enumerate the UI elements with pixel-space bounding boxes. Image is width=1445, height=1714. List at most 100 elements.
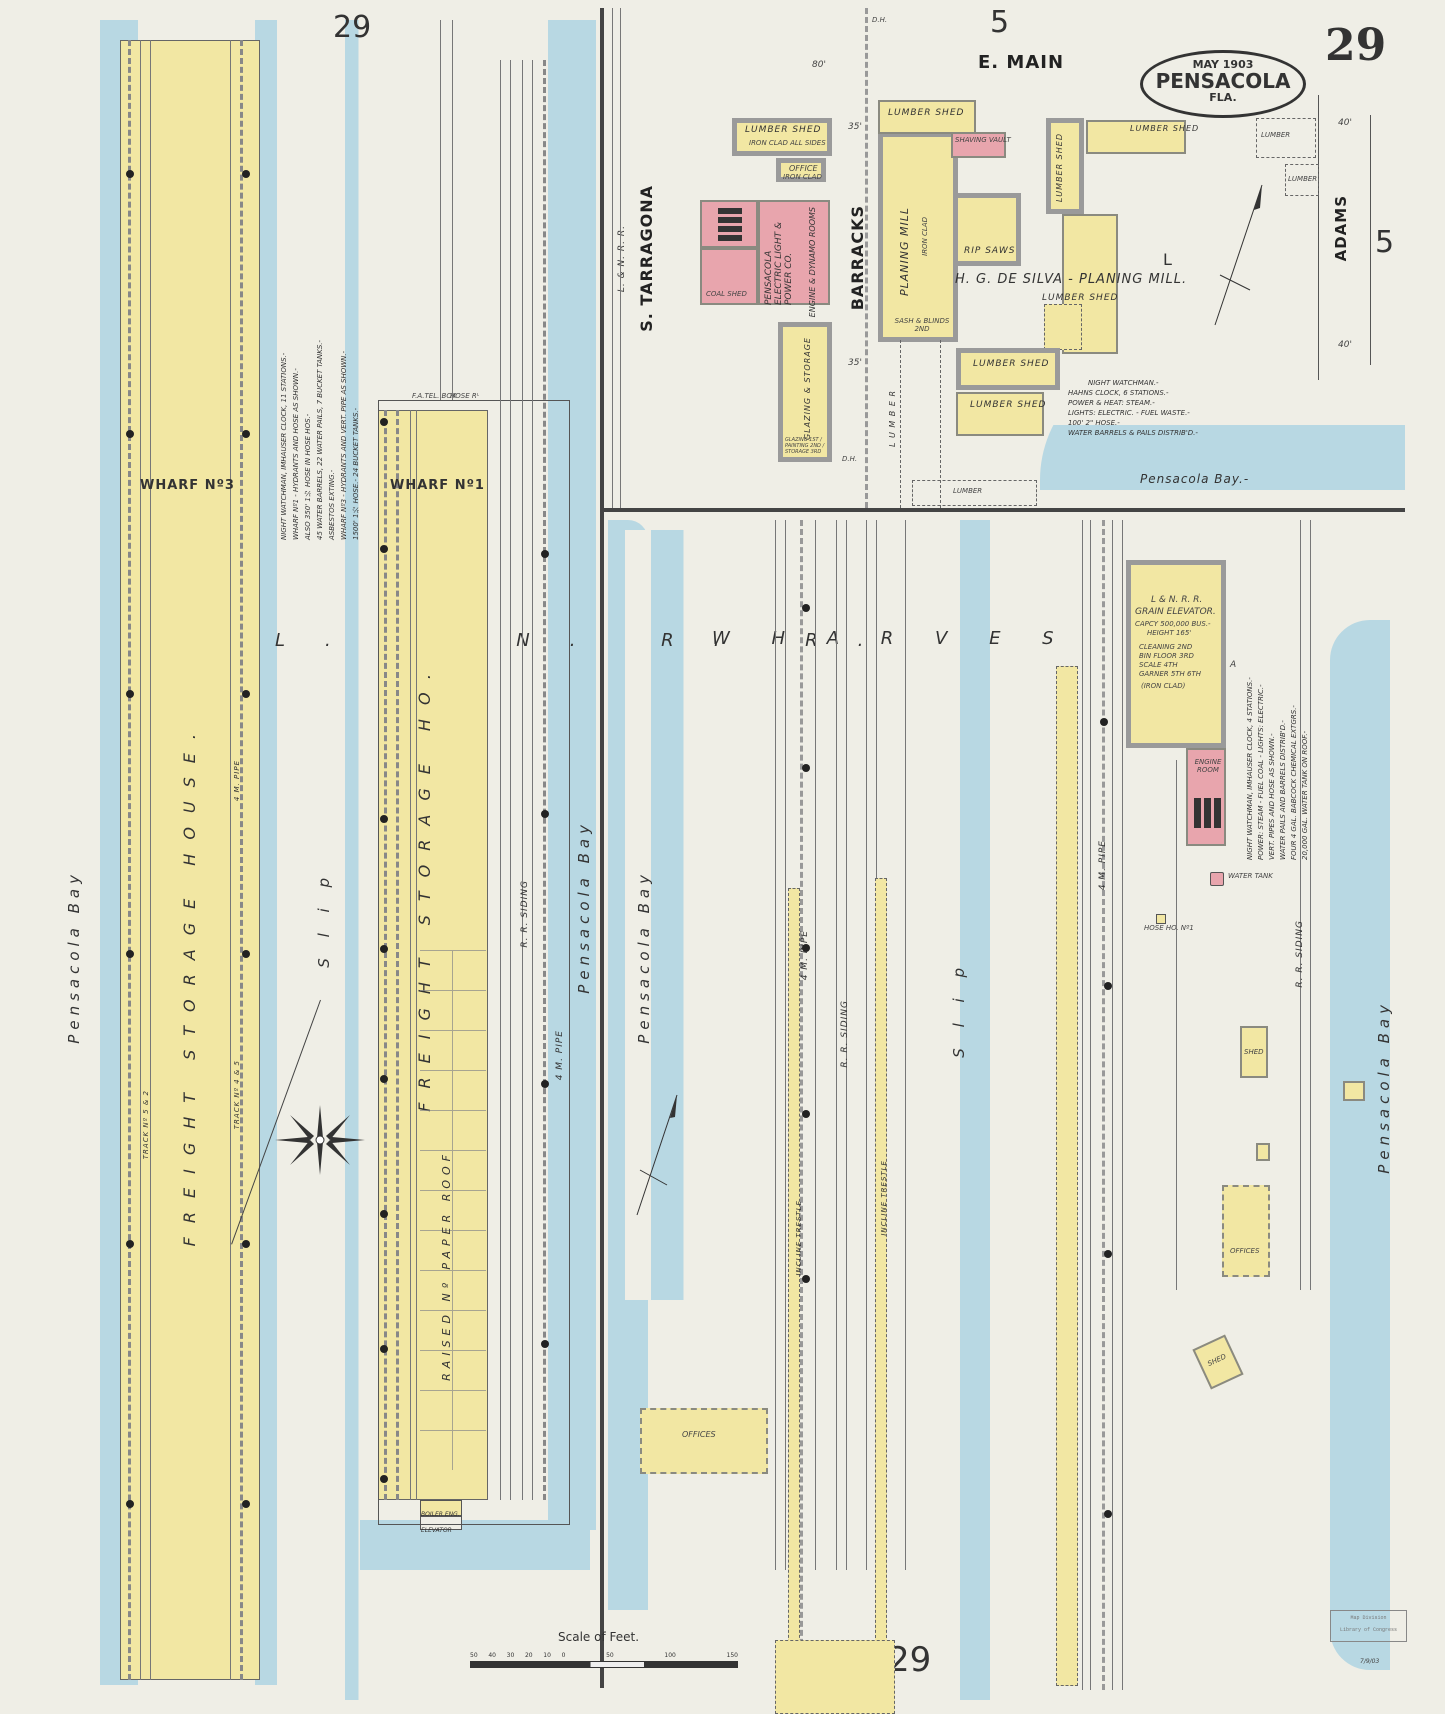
map-city: PENSACOLA bbox=[1155, 69, 1291, 93]
rr-siding-label-2: R. R. SIDING bbox=[840, 1000, 850, 1068]
lumber-shed-m: LUMBER SHED bbox=[956, 392, 1045, 436]
hydrant-icon bbox=[242, 690, 250, 698]
wharf3-building-label: FREIGHT STORAGE HOUSE. bbox=[180, 720, 199, 1247]
rail-track bbox=[785, 520, 786, 1570]
rail-track bbox=[1082, 520, 1083, 1690]
rail-track bbox=[1122, 520, 1123, 1690]
lumber-shed-iron-clad-2: LUMBER SHED bbox=[1046, 118, 1084, 214]
library-stamp: Map Division Library of Congress bbox=[1330, 1610, 1407, 1642]
vertical-divider bbox=[600, 8, 604, 1688]
rail-track bbox=[543, 60, 546, 1500]
wharf3-slip-edge bbox=[255, 20, 277, 1685]
rail-track bbox=[500, 60, 501, 1500]
water-label-bay-left: Pensacola Bay bbox=[65, 870, 83, 1044]
wharf3-track bbox=[230, 40, 231, 1680]
shed-b: SHED bbox=[1240, 1026, 1268, 1078]
hydrant-icon bbox=[802, 944, 810, 952]
hydrant-icon bbox=[380, 1075, 388, 1083]
rail-track bbox=[846, 520, 847, 1570]
stamp-note: 7/9/03 bbox=[1360, 1658, 1380, 1665]
wharf1-track bbox=[416, 410, 417, 1500]
lumber-shed-f: LUMBER SHED bbox=[878, 100, 976, 134]
wharf1-title: WHARF Nº1 bbox=[390, 478, 485, 493]
rail-track bbox=[815, 520, 816, 1570]
water-tank-label: WATER TANK bbox=[1228, 872, 1273, 880]
scale-tick: 150 bbox=[726, 1652, 738, 1659]
hydrant-icon bbox=[1104, 982, 1112, 990]
rail-track bbox=[1176, 760, 1177, 1290]
planing-mill: PLANING MILL IRON CLAD SASH & BLINDS 2ND bbox=[878, 132, 958, 342]
incline-trestle-label-2: INCLINE TRESTLE bbox=[880, 1160, 888, 1236]
hydrant-icon bbox=[242, 950, 250, 958]
hydrant-icon bbox=[380, 815, 388, 823]
rail-track bbox=[865, 8, 868, 508]
hydrant-icon bbox=[380, 1345, 388, 1353]
scale-tick: 40 bbox=[488, 1652, 496, 1659]
hose-house-label: HOSE HO. Nº1 bbox=[1144, 924, 1194, 932]
lnrr-top-label: L. & N. R. R. bbox=[617, 225, 627, 293]
hydrant-icon bbox=[802, 604, 810, 612]
lumber-shed-l: LUMBER SHED bbox=[956, 348, 1060, 390]
adjacent-sheet-right: 5 bbox=[1375, 225, 1395, 260]
wharf3-track bbox=[240, 40, 243, 1680]
lumber-yard-1: LUMBER bbox=[1256, 118, 1316, 158]
pipe-label-1: 4 M. PIPE bbox=[555, 1030, 565, 1081]
rr-siding-label-1: R. R. SIDING bbox=[520, 880, 530, 948]
mill-notes: NIGHT WATCHMAN.- HAHNS CLOCK, 6 STATIONS… bbox=[1068, 379, 1198, 437]
water-label-bay-mid2: Pensacola Bay bbox=[635, 870, 653, 1044]
rail-track bbox=[940, 340, 941, 508]
hose-house-icon bbox=[1156, 914, 1166, 924]
hydrant-icon bbox=[541, 1080, 549, 1088]
adams-street-line-2 bbox=[1370, 115, 1371, 365]
wharf1-boiler-room: BOILER ENG. bbox=[420, 1500, 462, 1518]
block-letter: L bbox=[1163, 250, 1173, 269]
hydrant-icon bbox=[380, 945, 388, 953]
wharf3-track bbox=[150, 40, 151, 1680]
bay-mid-water bbox=[548, 20, 596, 1530]
dim-label: 35' bbox=[848, 358, 862, 368]
hydrant-icon bbox=[802, 1110, 810, 1118]
hydrant-icon bbox=[802, 1275, 810, 1283]
small-shed bbox=[1256, 1143, 1270, 1161]
lumber-shed-n-annex bbox=[1044, 304, 1082, 350]
pipe-label-3: 4 M. PIPE bbox=[1098, 840, 1108, 891]
hydrant-icon bbox=[126, 430, 134, 438]
water-label-slip-right: S l i p bbox=[950, 960, 968, 1058]
bay-right-water bbox=[1330, 620, 1390, 1670]
street-e-main: E. MAIN bbox=[978, 52, 1065, 73]
hydrant-icon bbox=[242, 1500, 250, 1508]
water-label-bay-mid: Pensacola Bay bbox=[575, 820, 593, 994]
offices-c: OFFICES bbox=[1222, 1185, 1270, 1277]
slip-mid-water bbox=[625, 530, 755, 1300]
wharf1-elevator: ELEVATOR bbox=[420, 1516, 462, 1534]
water-tank-icon bbox=[1210, 872, 1224, 886]
map-state: FLA. bbox=[1209, 91, 1237, 104]
slip-right-water bbox=[960, 520, 990, 1700]
wharf1-fa-tel-box: F.A.TEL. BOX bbox=[412, 392, 457, 400]
water-label-bay-right: Pensacola Bay bbox=[1375, 1000, 1393, 1174]
electric-co-engine-room: PENSACOLA ELECTRIC LIGHT & POWER CO. ENG… bbox=[758, 200, 830, 317]
offices-e: OFFICES bbox=[640, 1408, 768, 1474]
rail-track bbox=[866, 520, 867, 1570]
dim-label: 40' bbox=[1338, 340, 1352, 350]
rail-track bbox=[452, 20, 453, 400]
scale-title: Scale of Feet. bbox=[558, 1630, 640, 1644]
pipe-label-2: 4 M. PIPE bbox=[800, 930, 810, 981]
rail-track bbox=[1310, 520, 1311, 1290]
lumber-shed-q: LUMBER SHED bbox=[1086, 120, 1198, 154]
rail-track bbox=[800, 520, 803, 1690]
wharf3-notes: NIGHT WATCHMAN, IMHAUSER CLOCK, 11 STATI… bbox=[280, 339, 360, 540]
boiler-icon bbox=[1194, 798, 1222, 828]
region-label-wharves: W H A R V E S bbox=[712, 628, 1072, 649]
rail-track bbox=[440, 20, 441, 400]
north-arrow-top-icon bbox=[1210, 180, 1270, 334]
mill-name: H. G. DE SILVA - PLANING MILL. bbox=[955, 272, 1188, 287]
adjacent-sheet-top-mid: 5 bbox=[990, 5, 1010, 40]
incline-trestle-2 bbox=[875, 878, 887, 1658]
rail-track bbox=[1112, 520, 1113, 1690]
wharf3-track bbox=[140, 40, 141, 1680]
street-adams: ADAMS bbox=[1332, 195, 1350, 262]
rail-track bbox=[522, 60, 523, 1500]
hydrant-icon bbox=[380, 1475, 388, 1483]
hydrant-icon bbox=[1104, 1250, 1112, 1258]
